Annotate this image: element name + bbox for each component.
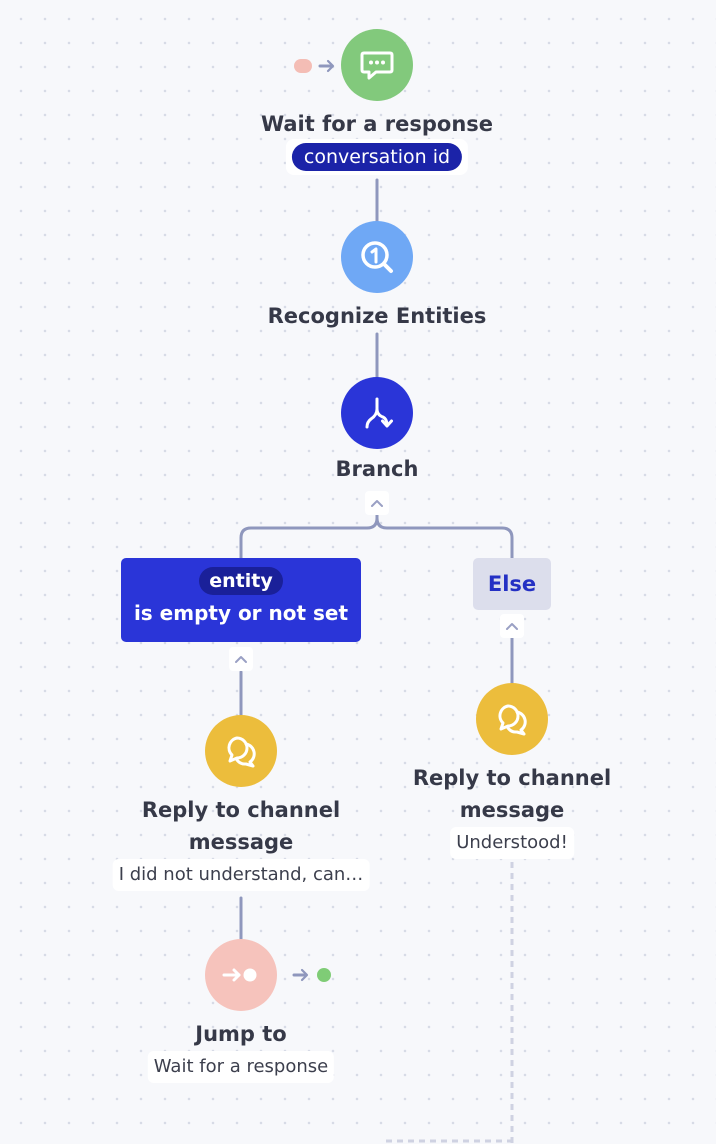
branch-node[interactable] [341,377,413,449]
condition-variable-pill: entity [199,567,283,595]
reply-left-label: Reply to channel message [142,794,340,858]
reply-right-label-line2: message [459,798,565,822]
condition-collapse-icon[interactable] [229,647,253,671]
reply-chat-icon [220,730,262,772]
branch-node-label: Branch [335,457,419,481]
conversation-id-variable: conversation id [291,143,463,171]
chat-bubble-icon [357,45,397,85]
condition-else-card[interactable]: Else [473,558,551,610]
recognize-node-label: Recognize Entities [267,304,487,328]
jump-to-icon [219,960,263,990]
wait-node-label: Wait for a response [260,112,494,136]
condition-operator-text: is empty or not set [133,601,349,625]
reply-right-label: Reply to channel message [413,762,611,826]
reply-left-message: I did not understand, can… [112,859,370,891]
reply-right-message: Understood! [450,827,574,859]
recognize-entities-node[interactable] [341,221,413,293]
condition-if-card[interactable]: entity is empty or not set [121,558,361,642]
reply-left-label-line2: message [188,830,294,854]
reply-chat-icon [491,698,533,740]
branch-collapse-icon[interactable] [365,491,389,515]
conversation-id-chip: conversation id [285,139,469,175]
else-collapse-icon[interactable] [500,614,524,638]
search-entity-icon [355,235,399,279]
wait-for-response-node[interactable] [341,29,413,101]
jump-to-label: Jump to [195,1022,287,1046]
branch-icon [357,393,397,433]
jump-to-target: Wait for a response [147,1051,335,1083]
reply-left-node[interactable] [205,715,277,787]
reply-left-label-line1: Reply to channel [141,798,341,822]
reply-right-label-line1: Reply to channel [412,766,612,790]
reply-right-node[interactable] [476,683,548,755]
jump-to-node[interactable] [205,939,277,1011]
